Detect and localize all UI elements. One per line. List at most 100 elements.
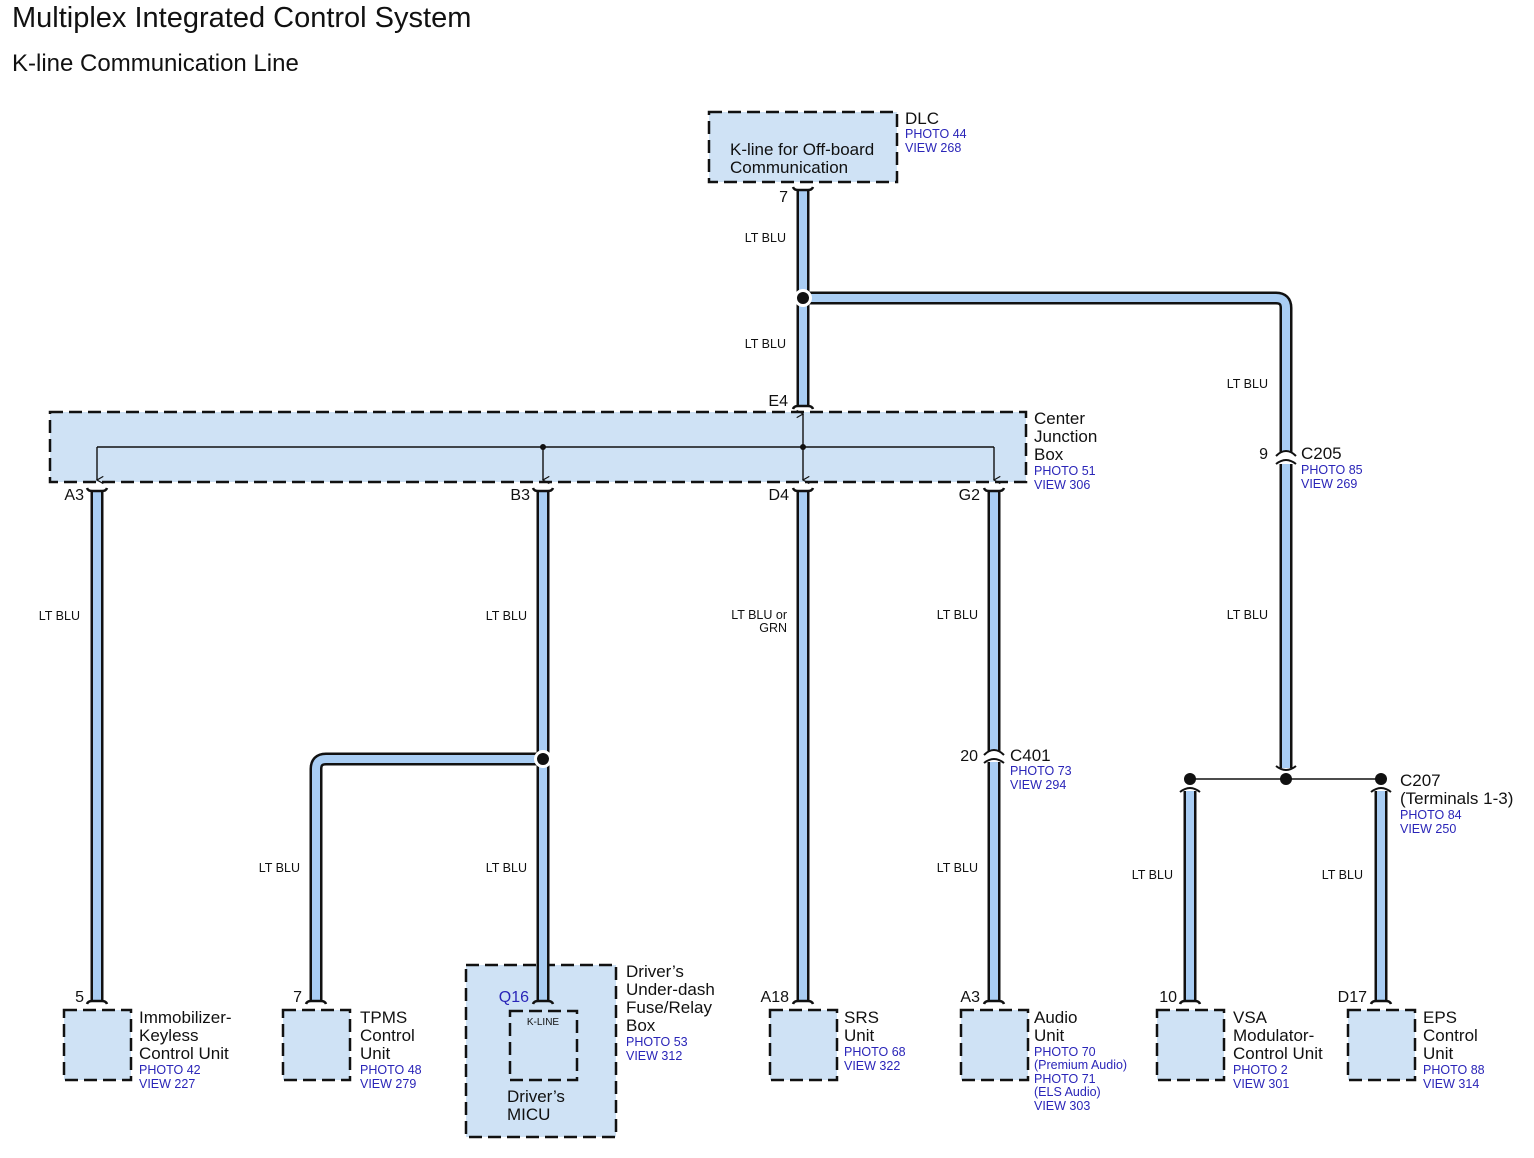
vsa-name-3: Control Unit — [1233, 1044, 1323, 1063]
wire-label-c205-c207: LT BLU — [1227, 608, 1268, 622]
diagram-title: Multiplex Integrated Control System — [12, 2, 472, 34]
micu-name-1: Driver’s — [507, 1087, 565, 1106]
audio-view-ref[interactable]: VIEW 303 — [1034, 1099, 1090, 1113]
cjb-view-ref[interactable]: VIEW 306 — [1034, 478, 1090, 492]
fuse-box-name-2: Under-dash — [626, 980, 715, 999]
cjb-name-1: Center — [1034, 409, 1085, 428]
cjb-bus-node — [540, 444, 546, 450]
cjb-name-2: Junction — [1034, 427, 1097, 446]
cjb-bus-node — [800, 444, 806, 450]
terminal-srs-a18 — [791, 999, 815, 1005]
audio-photo-note-2: (ELS Audio) — [1034, 1085, 1101, 1099]
terminal-cjb-g2 — [982, 487, 1006, 493]
immobilizer-view-ref[interactable]: VIEW 227 — [139, 1077, 195, 1091]
immobilizer-name-3: Control Unit — [139, 1044, 229, 1063]
wire-label-micu: LT BLU — [486, 861, 527, 875]
vsa-photo-ref[interactable]: PHOTO 2 — [1233, 1063, 1288, 1077]
fuse-box-photo-ref[interactable]: PHOTO 53 — [626, 1035, 688, 1049]
c205-connector — [1275, 450, 1297, 465]
wire-splice-to-tpms — [309, 752, 543, 1001]
wire-label-audio: LT BLU — [937, 861, 978, 875]
fuse-box-view-ref[interactable]: VIEW 312 — [626, 1049, 682, 1063]
dlc-name: DLC — [905, 109, 939, 128]
dlc-box: K-line for Off-board Communication — [707, 110, 899, 184]
diagram-subtitle: K-line Communication Line — [12, 50, 299, 77]
audio-pin: A3 — [960, 989, 980, 1006]
c401-pin: 20 — [960, 748, 978, 765]
terminal-tpms-7 — [304, 999, 328, 1005]
c401-connector — [983, 749, 1005, 764]
cjb-pin-g2: G2 — [959, 487, 980, 504]
fuse-box-name-3: Fuse/Relay — [626, 998, 712, 1017]
wire-splice-to-c205 — [803, 291, 1293, 452]
cjb-pin-d4: D4 — [769, 487, 790, 504]
dlc-inner-label-1: K-line for Off-board — [730, 140, 874, 159]
c401-photo-ref[interactable]: PHOTO 73 — [1010, 764, 1072, 778]
eps-pin: D17 — [1338, 989, 1367, 1006]
vsa-box — [1155, 1008, 1226, 1082]
terminal-dlc-7 — [791, 186, 815, 192]
c401-view-ref[interactable]: VIEW 294 — [1010, 778, 1066, 792]
dlc-pin: 7 — [779, 189, 788, 206]
srs-box — [768, 1008, 839, 1082]
eps-photo-ref[interactable]: PHOTO 88 — [1423, 1063, 1485, 1077]
terminal-group — [85, 186, 1393, 1005]
dlc-photo-ref[interactable]: PHOTO 44 — [905, 127, 967, 141]
srs-pin: A18 — [761, 989, 790, 1006]
cjb-pin-b3: B3 — [510, 487, 530, 504]
srs-view-ref[interactable]: VIEW 322 — [844, 1059, 900, 1073]
tpms-view-ref[interactable]: VIEW 279 — [360, 1077, 416, 1091]
audio-photo-note-1: (Premium Audio) — [1034, 1058, 1127, 1072]
immobilizer-name-1: Immobilizer- — [139, 1008, 232, 1027]
srs-photo-ref[interactable]: PHOTO 68 — [844, 1045, 906, 1059]
wire-label-tpms: LT BLU — [259, 861, 300, 875]
dlc-view-ref[interactable]: VIEW 268 — [905, 141, 961, 155]
c205-view-ref[interactable]: VIEW 269 — [1301, 477, 1357, 491]
c207-photo-ref[interactable]: PHOTO 84 — [1400, 808, 1462, 822]
immobilizer-pin: 5 — [75, 989, 84, 1006]
c205-photo-ref[interactable]: PHOTO 85 — [1301, 463, 1363, 477]
micu-name-2: MICU — [507, 1105, 550, 1124]
tpms-name-2: Control — [360, 1026, 415, 1045]
vsa-name-1: VSA — [1233, 1008, 1268, 1027]
terminal-vsa-10 — [1178, 999, 1202, 1005]
eps-view-ref[interactable]: VIEW 314 — [1423, 1077, 1479, 1091]
vsa-view-ref[interactable]: VIEW 301 — [1233, 1077, 1289, 1091]
srs-name-2: Unit — [844, 1026, 875, 1045]
tpms-name-3: Unit — [360, 1044, 391, 1063]
c207-terminals: (Terminals 1-3) — [1400, 789, 1513, 808]
audio-photo-ref-1[interactable]: PHOTO 70 — [1034, 1045, 1096, 1059]
wire-label-eps: LT BLU — [1322, 868, 1363, 882]
micu-pin-q16: Q16 — [499, 989, 529, 1006]
vsa-pin: 10 — [1159, 989, 1177, 1006]
fuse-box-name-1: Driver’s — [626, 962, 684, 981]
wire-label-d4-2: GRN — [759, 621, 787, 635]
terminal-audio-a3 — [982, 999, 1006, 1005]
wire-label-a3: LT BLU — [39, 609, 80, 623]
wire-label-splice-c205: LT BLU — [1227, 377, 1268, 391]
cjb-name-3: Box — [1034, 445, 1064, 464]
micu-box — [508, 1009, 579, 1082]
eps-box — [1346, 1008, 1417, 1082]
eps-name-3: Unit — [1423, 1044, 1454, 1063]
center-junction-box — [48, 412, 1028, 482]
c205-name: C205 — [1301, 444, 1342, 463]
c207-view-ref[interactable]: VIEW 250 — [1400, 822, 1456, 836]
terminal-cjb-a3 — [85, 487, 109, 493]
splice-b3 — [534, 750, 552, 768]
wire-group — [90, 190, 1388, 1001]
audio-name-2: Unit — [1034, 1026, 1065, 1045]
cjb-pin-e4: E4 — [768, 393, 788, 410]
micu-kline-label: K-LINE — [527, 1017, 560, 1028]
c205-pin: 9 — [1259, 446, 1268, 463]
tpms-photo-ref[interactable]: PHOTO 48 — [360, 1063, 422, 1077]
audio-name-1: Audio — [1034, 1008, 1077, 1027]
wire-label-b3: LT BLU — [486, 609, 527, 623]
immobilizer-photo-ref[interactable]: PHOTO 42 — [139, 1063, 201, 1077]
audio-photo-ref-2[interactable]: PHOTO 71 — [1034, 1072, 1096, 1086]
wire-label-g2: LT BLU — [937, 608, 978, 622]
cjb-photo-ref[interactable]: PHOTO 51 — [1034, 464, 1096, 478]
tpms-pin: 7 — [293, 989, 302, 1006]
tpms-box — [281, 1008, 352, 1082]
